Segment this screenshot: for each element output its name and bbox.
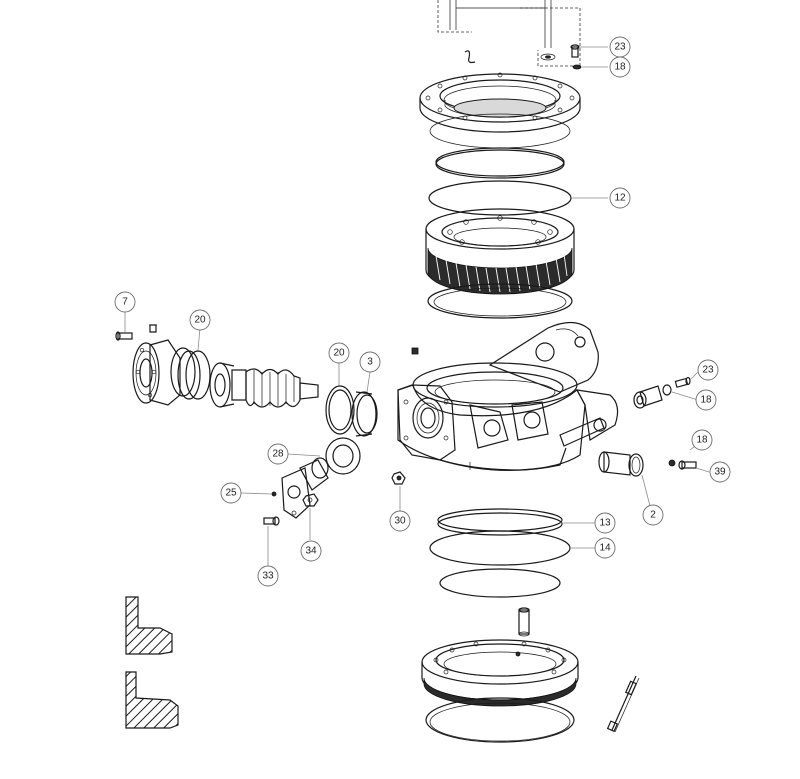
callout-label: 23	[702, 365, 714, 376]
callout-label: 18	[700, 395, 712, 406]
nut-34	[302, 493, 319, 507]
grease-nipple-30	[391, 471, 406, 485]
ring-12	[428, 180, 572, 216]
callout-label: 13	[599, 518, 611, 529]
bottom-bearing-ring	[421, 639, 579, 707]
gasket-lower	[439, 568, 561, 598]
washer-18-right	[662, 384, 672, 396]
callout-30: 30	[389, 510, 411, 532]
section-profile-1	[125, 596, 173, 655]
bottom-seal	[425, 697, 575, 743]
bushing-sleeve	[633, 385, 663, 409]
callout-label: 20	[194, 315, 206, 326]
callout-14: 14	[594, 537, 616, 559]
vent-plug	[411, 347, 419, 355]
callout-12: 12	[609, 187, 631, 209]
callout-7: 7	[114, 291, 136, 313]
callout-25: 25	[220, 482, 242, 504]
worm-gear-wheel	[425, 208, 575, 295]
callout-2: 2	[642, 504, 664, 526]
callout-20-left: 20	[189, 309, 211, 331]
callout-label: 34	[305, 546, 317, 557]
top-bracket-frame	[437, 0, 581, 67]
callout-label: 20	[333, 348, 345, 359]
top-flange-ring	[419, 72, 581, 133]
bolt-23-right	[674, 376, 691, 388]
gear-bolt-holes	[447, 215, 553, 245]
callout-label: 12	[614, 193, 626, 204]
gasket-14	[429, 530, 571, 566]
callout-label: 18	[696, 435, 708, 446]
callout-13: 13	[594, 512, 616, 534]
slew-drive-housing	[397, 321, 619, 472]
worm-shaft	[231, 368, 319, 408]
threaded-rod	[606, 675, 640, 733]
callout-label: 28	[272, 449, 284, 460]
callout-34: 34	[300, 540, 322, 562]
callout-leaders	[124, 46, 710, 566]
bolt-39	[678, 460, 697, 470]
callout-23-right: 23	[697, 359, 719, 381]
callout-label: 30	[394, 516, 406, 527]
gasket-ring-upper	[429, 113, 571, 149]
callout-18-top: 18	[609, 56, 631, 78]
flat-washer	[325, 437, 361, 475]
callout-3: 3	[359, 351, 381, 373]
callout-label: 2	[650, 510, 656, 521]
washer-18-lower	[668, 459, 676, 467]
sleeve-2	[598, 451, 644, 477]
bearing-3	[351, 391, 378, 437]
bearing-left	[209, 362, 235, 408]
mounting-bracket	[281, 467, 311, 519]
callout-label: 14	[599, 543, 611, 554]
callout-39: 39	[709, 461, 731, 483]
callout-label: 18	[614, 62, 626, 73]
seal-ring-20-right	[325, 385, 355, 435]
cover-cap	[299, 457, 329, 491]
callout-label: 7	[122, 297, 128, 308]
small-plug	[149, 324, 157, 333]
callout-label: 3	[367, 357, 373, 368]
pin-25	[271, 491, 277, 497]
seal-ring-20-left	[170, 347, 211, 400]
callout-23-top: 23	[609, 36, 631, 58]
callout-33: 33	[257, 565, 279, 587]
bolt-23-top	[570, 44, 580, 58]
callout-20-right: 20	[328, 342, 350, 364]
callout-18-right: 18	[695, 389, 717, 411]
callout-label: 23	[614, 42, 626, 53]
bolt-7	[115, 331, 133, 341]
section-profile-2	[125, 671, 179, 729]
callout-28: 28	[267, 443, 289, 465]
callout-18-lower: 18	[691, 429, 713, 451]
dowel-pin	[518, 607, 530, 637]
washer-18-top	[572, 64, 582, 70]
callout-label: 33	[262, 571, 274, 582]
seal-ring-upper	[435, 147, 565, 179]
end-flange-left	[132, 339, 181, 406]
callout-label: 25	[225, 488, 237, 499]
bolt-33	[263, 516, 280, 526]
lower-gear-ring	[427, 283, 573, 319]
callout-label: 39	[714, 467, 726, 478]
